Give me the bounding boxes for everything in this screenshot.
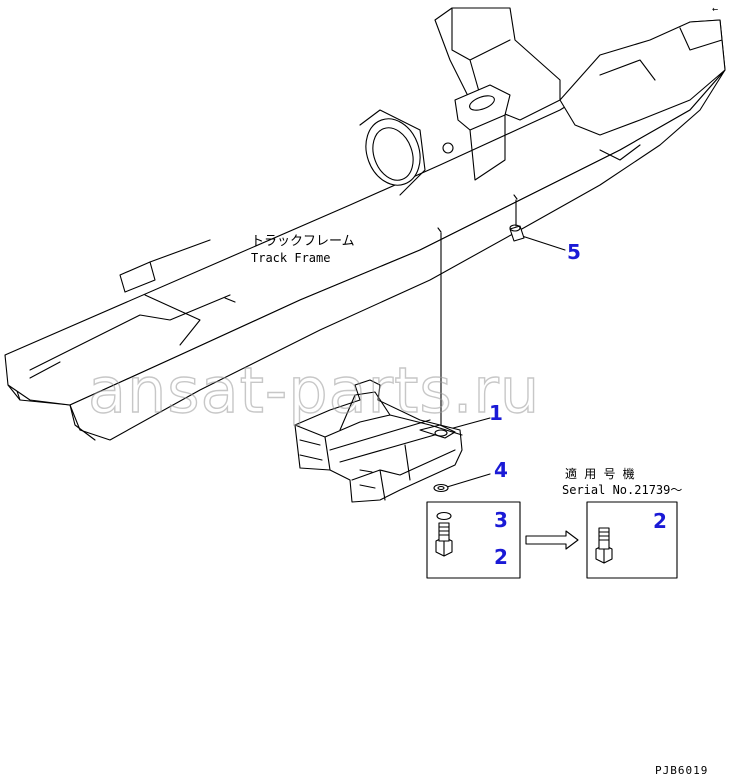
callout-3: 3 (494, 508, 508, 532)
track-frame-drawing (4, 7, 726, 441)
frame-label-en: Track Frame (251, 251, 330, 265)
part-2-bolt-left (435, 522, 453, 557)
callout-4: 4 (494, 458, 508, 482)
callout-5: 5 (567, 240, 581, 264)
serial-label-en: Serial No.21739～ (562, 483, 682, 497)
replacement-arrow (525, 530, 579, 550)
callout-1: 1 (489, 401, 503, 425)
detail-box-left (426, 501, 521, 579)
part-5-fitting (509, 224, 525, 242)
part-2-bolt-right (595, 527, 613, 564)
watermark: ansat-parts.ru (88, 354, 540, 427)
frame-label-jp: トラックフレーム (251, 234, 355, 249)
detail-box-right (586, 501, 678, 579)
drawing-code: PJB6019 (655, 764, 708, 777)
part-1-guard (294, 379, 463, 503)
serial-label-jp: 適 用 号 機 (565, 466, 635, 481)
callout-2-left: 2 (494, 545, 508, 569)
part-4-washer (433, 483, 449, 493)
callout-2-right: 2 (653, 509, 667, 533)
part-3-lock-washer (436, 511, 452, 521)
corner-mark: ← (712, 4, 718, 15)
